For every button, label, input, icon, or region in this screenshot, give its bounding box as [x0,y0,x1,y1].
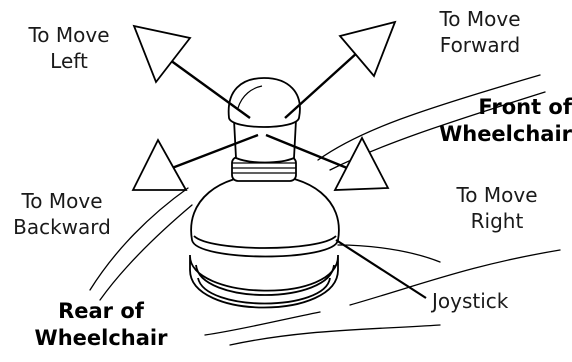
chair-outline-right [338,245,440,262]
joystick-leader-line [336,240,426,298]
arrow-forward-icon [285,22,395,118]
label-joystick: Joystick [432,288,508,314]
label-move-right-line2: Right [432,208,562,234]
chair-outline-base [205,312,320,335]
chair-outline-bottom [230,325,440,345]
label-move-backward-line2: Backward [0,214,124,240]
label-move-backward: To Move Backward [0,188,124,240]
joystick-body [190,78,339,308]
label-rear-line2: Wheelchair [26,325,176,352]
label-move-left-line1: To Move [8,22,130,48]
label-rear-of-wheelchair: Rear of Wheelchair [26,298,176,352]
label-front-line1: Front of [410,94,572,121]
label-move-forward: To Move Forward [410,6,550,58]
label-move-left-line2: Left [8,48,130,74]
label-move-forward-line2: Forward [410,32,550,58]
label-move-right-line1: To Move [432,182,562,208]
label-move-forward-line1: To Move [410,6,550,32]
label-rear-line1: Rear of [26,298,176,325]
label-move-left: To Move Left [8,22,130,74]
label-front-of-wheelchair: Front of Wheelchair [410,94,572,148]
arrow-left-icon [134,26,250,118]
label-front-line2: Wheelchair [410,121,572,148]
label-move-right: To Move Right [432,182,562,234]
label-move-backward-line1: To Move [0,188,124,214]
